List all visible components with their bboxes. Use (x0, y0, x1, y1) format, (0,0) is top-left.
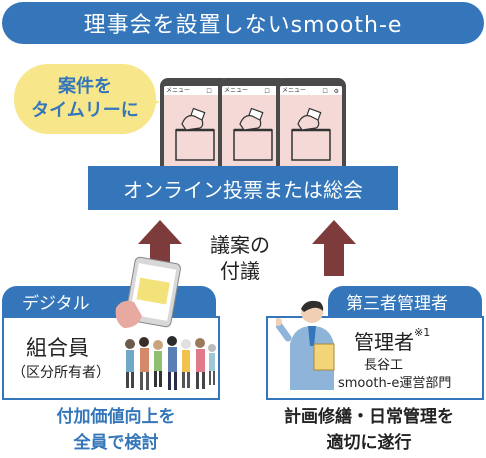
phone-menu-label: メニュー (282, 87, 307, 94)
ballot-box-icon (233, 107, 273, 161)
digital-tag-label: デジタル (22, 293, 90, 314)
agenda-line-2: 付議 (220, 259, 260, 283)
manager-company-1: 長谷工 (364, 358, 404, 373)
agenda-label: 議案の 付議 (200, 232, 280, 284)
up-arrow-icon (138, 220, 182, 276)
left-caption-line-1: 付加価値向上を (56, 407, 176, 427)
header-title: 理事会を設置しないsmooth-e (83, 13, 403, 38)
up-arrow-icon (312, 220, 356, 276)
smartphone-icon (115, 256, 181, 328)
manager-person-icon (276, 300, 335, 390)
timely-bubble: 案件を タイムリーに (14, 64, 156, 134)
third-party-manager-tag: 第三者管理者 (328, 286, 482, 316)
voting-phone-3: メニュー☐ ⚙ (276, 78, 346, 178)
left-caption-line-2: 全員で検討 (73, 433, 159, 453)
right-caption-line-1: 計画修繕・日常管理を (284, 407, 454, 427)
ballot-box-icon (291, 107, 331, 161)
header-banner: 理事会を設置しないsmooth-e (2, 2, 484, 44)
digital-tag: デジタル (2, 286, 216, 316)
voting-label: オンライン投票または総会 (123, 177, 363, 202)
members-subtitle: （区分所有者） (12, 365, 110, 381)
members-title: 組合員 (26, 336, 89, 360)
left-caption: 付加価値向上を 全員で検討 (2, 404, 230, 456)
online-voting-bar: オンライン投票または総会 (88, 166, 398, 210)
agenda-line-1: 議案の (210, 233, 270, 257)
people-group-icon (125, 336, 216, 390)
phone-menu-label: メニュー (224, 87, 249, 94)
bubble-line-2: タイムリーに (31, 100, 139, 121)
members-box: 組合員 （区分所有者） (2, 316, 220, 400)
phone-menu-label: メニュー (166, 87, 191, 94)
manager-note: ※1 (414, 326, 431, 339)
manager-company-2: smooth-e運営部門 (338, 376, 452, 391)
bubble-line-1: 案件を (58, 76, 112, 97)
third-party-manager-label: 第三者管理者 (346, 293, 448, 314)
ballot-box-icon (175, 107, 215, 161)
manager-title: 管理者 (354, 330, 414, 354)
right-caption-line-2: 適切に遂行 (326, 433, 412, 453)
right-caption: 計画修繕・日常管理を 適切に遂行 (252, 404, 486, 456)
